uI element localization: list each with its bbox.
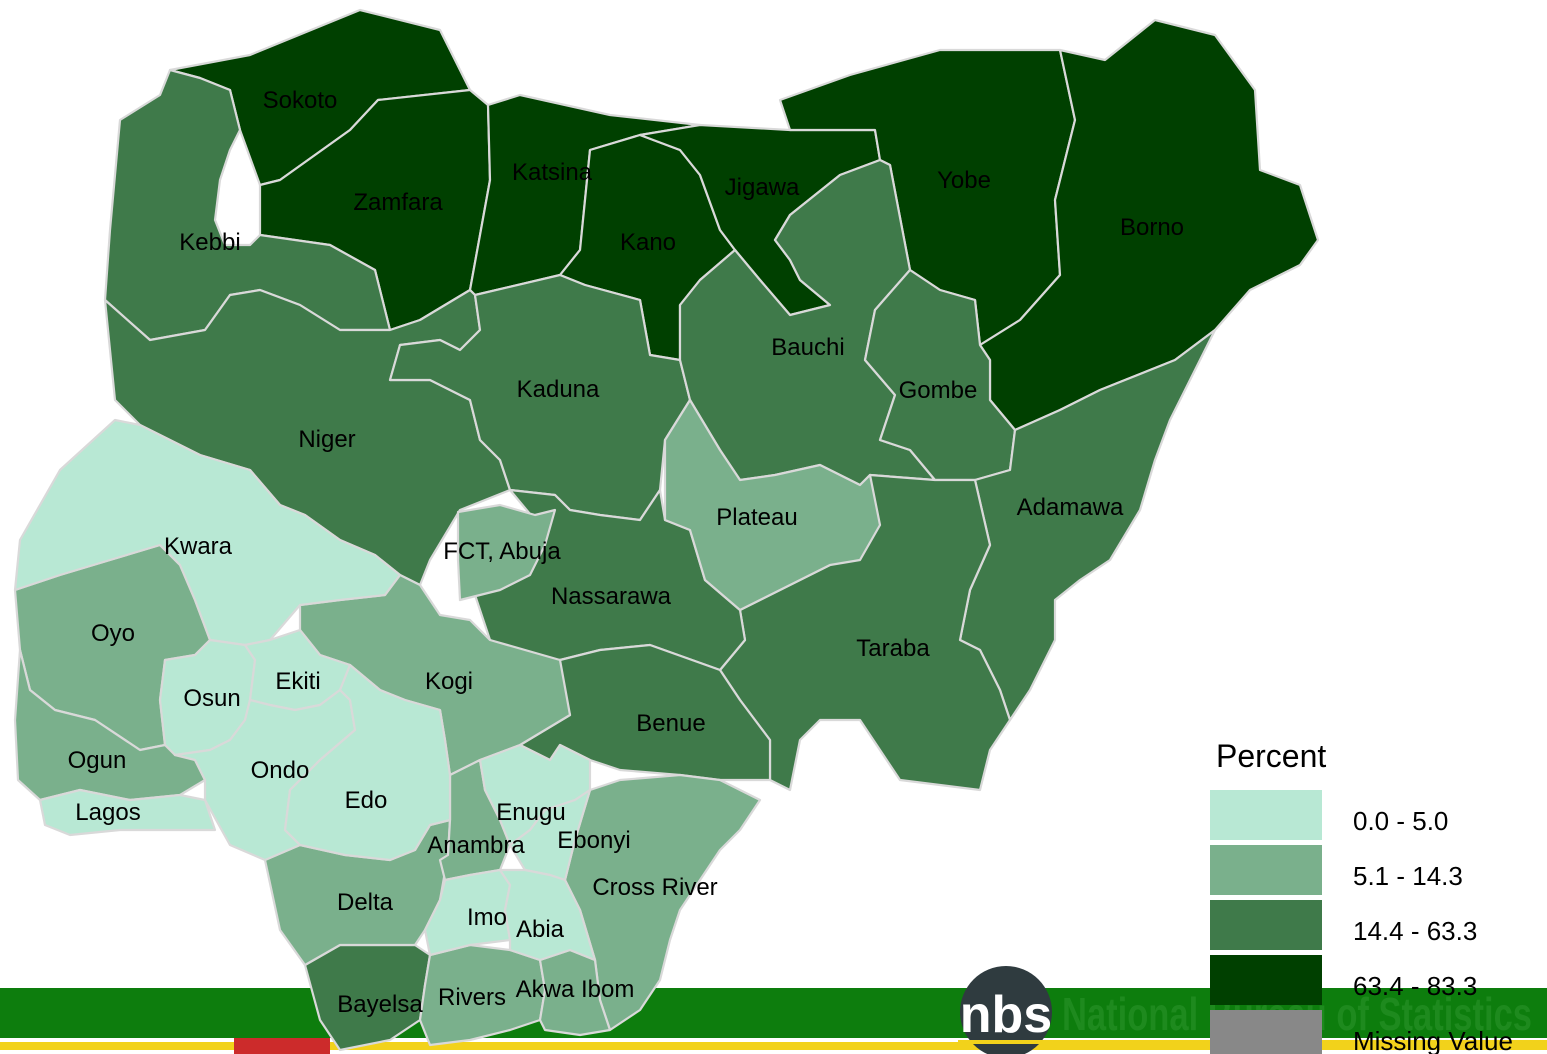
label-fct-abuja: FCT, Abuja xyxy=(443,538,561,565)
legend-label-3: 63.4 - 83.3 xyxy=(1353,971,1477,1001)
label-yobe: Yobe xyxy=(937,167,991,194)
state-kwara[interactable] xyxy=(13,418,402,647)
state-plateau[interactable] xyxy=(663,398,882,612)
legend-label-1: 5.1 - 14.3 xyxy=(1353,861,1463,891)
nbs-logo-text: nbs xyxy=(960,986,1052,1044)
label-kogi: Kogi xyxy=(425,668,473,695)
label-niger: Niger xyxy=(298,426,355,453)
state-rivers[interactable] xyxy=(418,943,547,1047)
states-layer xyxy=(13,8,1320,1052)
label-rivers: Rivers xyxy=(438,984,506,1011)
legend-swatch-0-5 xyxy=(1210,790,1322,840)
label-anambra: Anambra xyxy=(427,832,525,859)
label-adamawa: Adamawa xyxy=(1017,494,1124,521)
legend-swatch-5-14 xyxy=(1210,845,1322,895)
state-labels: Sokoto Zamfara Katsina Kano Jigawa Yobe … xyxy=(68,87,1184,1018)
label-gombe: Gombe xyxy=(899,377,978,404)
label-taraba: Taraba xyxy=(856,635,930,662)
label-borno: Borno xyxy=(1120,214,1184,241)
legend-title: Percent xyxy=(1216,738,1326,774)
legend-label-2: 14.4 - 63.3 xyxy=(1353,916,1477,946)
legend-label-0: 0.0 - 5.0 xyxy=(1353,806,1448,836)
state-lagos[interactable] xyxy=(38,788,217,837)
legend-label-4: Missing Value xyxy=(1353,1026,1513,1054)
label-nassarawa: Nassarawa xyxy=(551,583,672,610)
label-ogun: Ogun xyxy=(68,747,127,774)
label-sokoto: Sokoto xyxy=(263,87,338,114)
label-cross-river: Cross River xyxy=(592,874,717,901)
state-edo[interactable] xyxy=(283,663,452,862)
coat-of-arms-icon xyxy=(234,1038,330,1054)
legend: Percent 0.0 - 5.0 5.1 - 14.3 14.4 - 63.3… xyxy=(1210,738,1513,1054)
label-zamfara: Zamfara xyxy=(353,189,443,216)
label-kano: Kano xyxy=(620,229,676,256)
label-kebbi: Kebbi xyxy=(179,229,240,256)
label-jigawa: Jigawa xyxy=(725,174,800,201)
label-ekiti: Ekiti xyxy=(275,668,320,695)
state-kebbi[interactable] xyxy=(103,68,392,342)
label-plateau: Plateau xyxy=(716,504,797,531)
label-oyo: Oyo xyxy=(91,620,135,647)
legend-swatch-63-83 xyxy=(1210,955,1322,1005)
footer-yellow-stripe xyxy=(0,1042,1547,1050)
state-fct-abuja[interactable] xyxy=(456,503,557,602)
label-imo: Imo xyxy=(467,904,507,931)
label-edo: Edo xyxy=(345,787,388,814)
label-bauchi: Bauchi xyxy=(771,334,844,361)
label-lagos: Lagos xyxy=(75,799,140,826)
label-osun: Osun xyxy=(183,685,240,712)
label-ondo: Ondo xyxy=(251,757,310,784)
label-enugu: Enugu xyxy=(496,799,565,826)
state-abia[interactable] xyxy=(498,868,597,962)
label-kaduna: Kaduna xyxy=(517,376,600,403)
legend-swatch-14-63 xyxy=(1210,900,1322,950)
label-akwa-ibom: Akwa Ibom xyxy=(516,976,635,1003)
label-abia: Abia xyxy=(516,916,565,943)
legend-swatch-missing xyxy=(1210,1010,1322,1054)
label-katsina: Katsina xyxy=(512,159,593,186)
label-kwara: Kwara xyxy=(164,533,233,560)
label-ebonyi: Ebonyi xyxy=(557,827,630,854)
label-delta: Delta xyxy=(337,889,394,916)
nbs-logo-icon xyxy=(960,966,1052,1054)
label-bayelsa: Bayelsa xyxy=(337,991,423,1018)
label-benue: Benue xyxy=(636,710,705,737)
